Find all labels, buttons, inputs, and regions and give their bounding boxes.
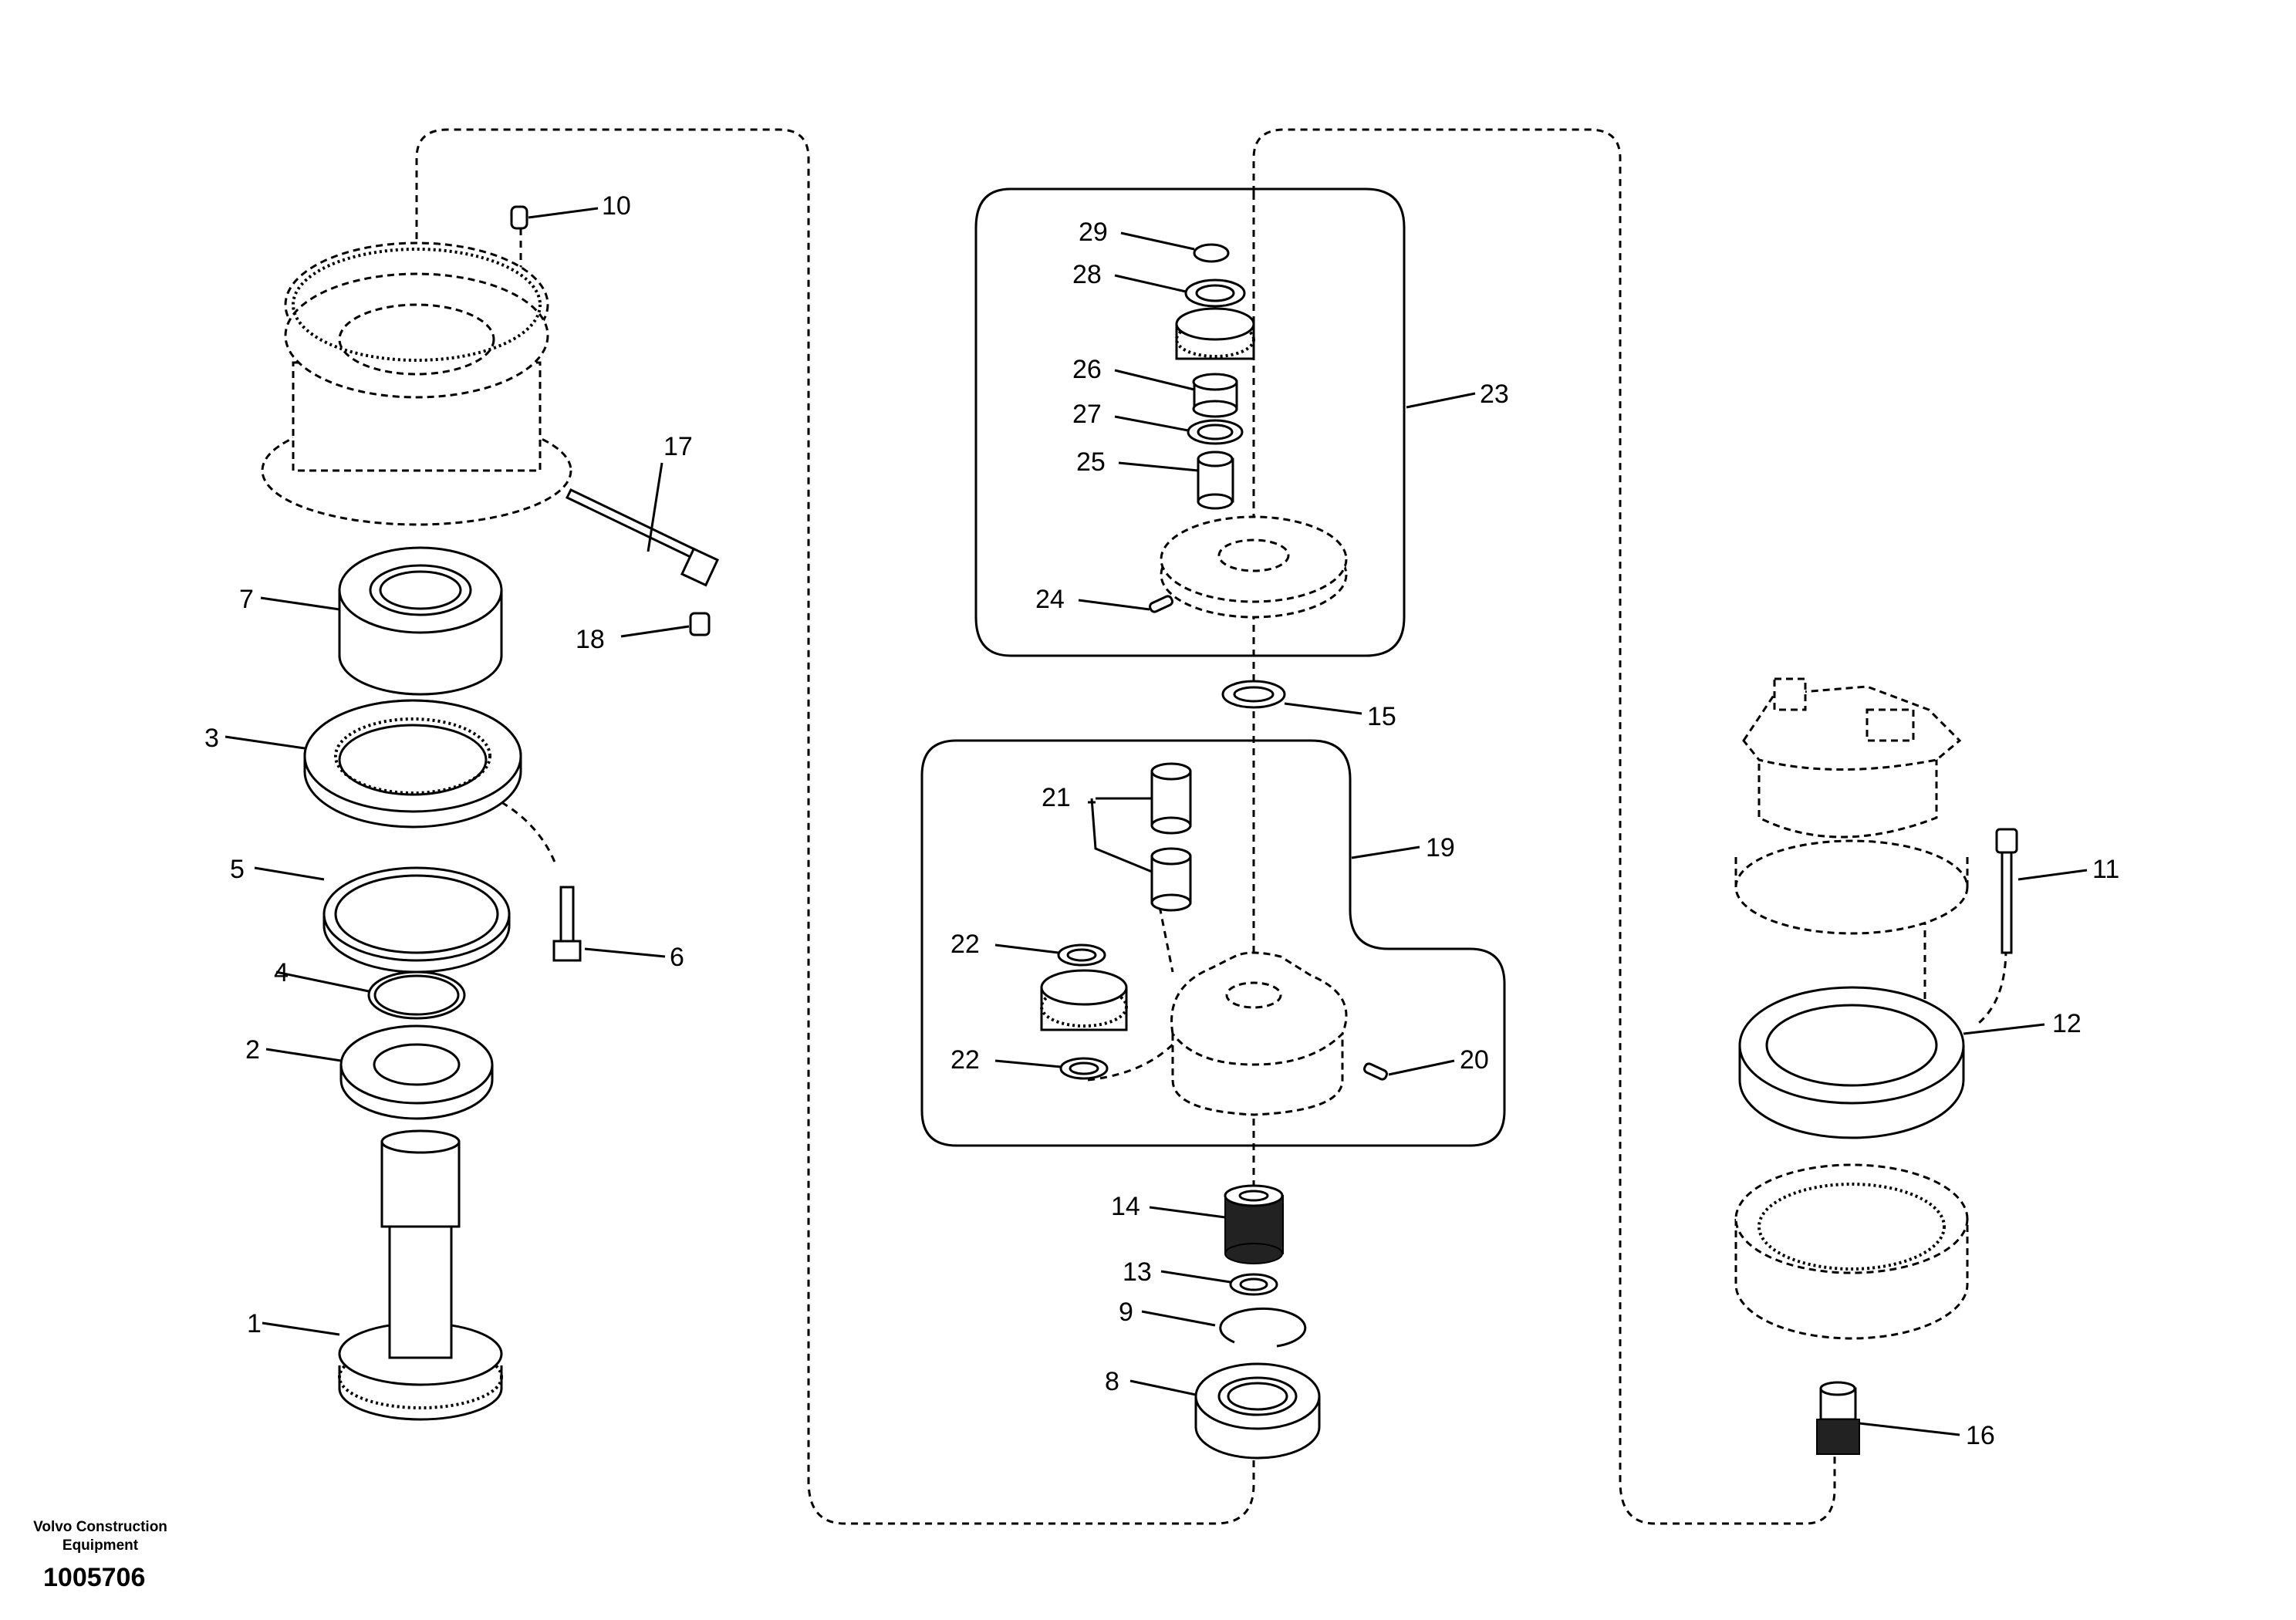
part-24-spring-pin <box>1149 595 1173 613</box>
callout-labels: 10 17 18 7 3 5 4 2 6 1 29 28 26 27 25 24… <box>204 191 2119 1450</box>
part-18-plug <box>689 612 711 636</box>
callout-20: 20 <box>1460 1045 1489 1075</box>
callout-22-lower: 22 <box>950 1045 980 1075</box>
callout-19: 19 <box>1426 833 1455 862</box>
carrier-plate-phantom <box>1160 515 1348 619</box>
part-1-shaft-gear <box>338 1129 503 1421</box>
part-29-ring <box>1193 243 1230 263</box>
part-7-roller-bearing <box>338 546 503 696</box>
callout-2: 2 <box>245 1035 260 1065</box>
callout-1: 1 <box>247 1309 262 1338</box>
callout-13: 13 <box>1123 1257 1152 1287</box>
callout-5: 5 <box>230 855 245 884</box>
part-9-circlip <box>1219 1307 1307 1348</box>
callout-15: 15 <box>1367 702 1396 731</box>
part-3-flange-ring <box>303 699 522 829</box>
part-27-washer-hole <box>1197 424 1234 440</box>
callout-12: 12 <box>2052 1009 2082 1038</box>
part-25-pin <box>1197 451 1234 510</box>
part-22-washer-lower-hole <box>1069 1061 1099 1075</box>
part-6-bolt <box>552 886 582 962</box>
callout-8: 8 <box>1105 1367 1119 1396</box>
assembly-path-left <box>415 128 1255 1525</box>
part-12-flange <box>1738 986 1965 1139</box>
callout-7: 7 <box>239 585 254 614</box>
leader-lines <box>225 207 2088 1436</box>
callout-4: 4 <box>274 958 289 987</box>
part-20-pin <box>1363 1062 1388 1081</box>
part-28-washer-hole <box>1195 284 1235 302</box>
callout-26: 26 <box>1072 355 1102 384</box>
part-2-seal <box>339 1024 494 1120</box>
part-16-gear <box>1816 1381 1860 1455</box>
part-15-thrust-washer-hole <box>1233 686 1275 703</box>
callout-17: 17 <box>663 432 693 461</box>
bolt-path <box>501 801 557 865</box>
callout-16: 16 <box>1966 1421 1995 1450</box>
part-22-washer-upper-hole <box>1066 948 1097 962</box>
part-21-pins <box>1150 762 1192 912</box>
part-10-pin <box>510 205 528 230</box>
part-14-sun-gear <box>1224 1184 1284 1264</box>
part-26-bushing <box>1192 373 1238 418</box>
part-11-socket-screw <box>1995 828 2018 954</box>
part-8-ball-bearing <box>1194 1362 1321 1460</box>
hydraulic-motor-phantom <box>1734 677 1969 935</box>
assembly-path-right <box>1252 128 1836 1525</box>
document-number: 1005706 <box>43 1563 146 1592</box>
part-13-washer-hole <box>1239 1277 1268 1291</box>
carrier-phantom <box>1170 951 1348 1116</box>
callout-11: 11 <box>2092 855 2119 884</box>
part-4-snap-ring-inner <box>373 974 460 1016</box>
group-frame-23 <box>974 187 1406 657</box>
callout-23: 23 <box>1480 380 1509 409</box>
callout-24: 24 <box>1035 585 1065 614</box>
callout-22-upper: 22 <box>950 930 980 959</box>
housing-phantom <box>261 241 572 526</box>
brand-label: Volvo Construction Equipment <box>33 1519 167 1554</box>
part-17-rod <box>565 488 720 587</box>
screw-path <box>1974 948 2007 1028</box>
planet-gear-upper <box>1175 307 1255 360</box>
callout-28: 28 <box>1072 260 1102 289</box>
callout-14: 14 <box>1111 1192 1140 1221</box>
callout-29: 29 <box>1079 218 1108 247</box>
planet-gear-lower <box>1040 969 1128 1031</box>
ring-gear-phantom <box>1734 1163 1969 1340</box>
callout-21: 21 <box>1042 783 1071 812</box>
group-frame-19 <box>920 739 1506 1147</box>
callout-27: 27 <box>1072 400 1102 429</box>
callout-18: 18 <box>576 625 605 654</box>
callout-10: 10 <box>602 191 631 221</box>
part-5-ring <box>322 866 511 974</box>
callout-25: 25 <box>1076 447 1106 477</box>
callout-6: 6 <box>670 943 684 972</box>
callout-9: 9 <box>1119 1298 1133 1327</box>
callout-3: 3 <box>204 724 219 753</box>
